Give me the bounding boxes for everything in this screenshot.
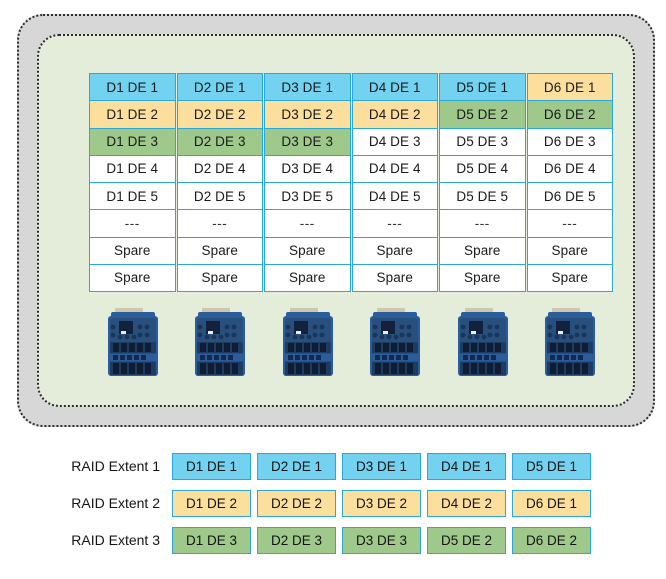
extent-separator-cell: --- [89,209,176,238]
disk-enclosure-slot-d3 [264,307,352,383]
disk-extent-cell: D1 DE 4 [89,154,176,183]
spare-extent-cell: Spare [439,263,526,292]
raid-extent-member-cell: D4 DE 1 [427,452,506,480]
raid-extent-member-cell: D2 DE 2 [257,489,336,517]
disk-enclosure-slot-d1 [89,307,177,383]
extent-separator-cell: --- [264,209,351,238]
raid-extent-member-cell: D6 DE 1 [512,489,591,517]
raid-extent-label: RAID Extent 3 [71,532,160,548]
disk-enclosure-slot-d5 [439,307,527,383]
disk-extent-cell: D4 DE 4 [351,154,438,183]
disk-extent-cell: D4 DE 2 [351,100,438,129]
disk-enclosure-icon [107,307,159,379]
disk-extent-cell: D1 DE 1 [89,73,176,102]
spare-extent-cell: Spare [351,236,438,265]
disk-enclosure-icon [457,307,509,379]
disk-extent-cell: D6 DE 1 [526,73,613,102]
disk-extent-cell: D5 DE 1 [439,73,526,102]
raid-extent-member-cell: D5 DE 2 [427,526,506,554]
disk-extent-cell: D3 DE 4 [264,154,351,183]
spare-extent-cell: Spare [89,236,176,265]
disk-extent-cell: D5 DE 5 [439,182,526,211]
extent-separator-cell: --- [351,209,438,238]
spare-extent-cell: Spare [89,263,176,292]
disk-extent-cell: D4 DE 3 [351,127,438,156]
raid-extent-label: RAID Extent 2 [71,495,160,511]
spare-extent-cell: Spare [176,263,263,292]
disk-extent-cell: D6 DE 5 [526,182,613,211]
disk-extent-cell: D2 DE 4 [176,154,263,183]
spare-extent-cell: Spare [264,263,351,292]
disk-extent-cell: D3 DE 2 [264,100,351,129]
disk-extent-cell: D3 DE 1 [264,73,351,102]
disk-extent-cell: D4 DE 1 [351,73,438,102]
raid-extent-member-cell: D2 DE 3 [257,526,336,554]
disk-enclosure-icon [369,307,421,379]
disk-extent-cell: D6 DE 3 [526,127,613,156]
disk-enclosure-icon [282,307,334,379]
raid-extent-member-cell: D6 DE 2 [512,526,591,554]
raid-extent-member-cell: D3 DE 2 [342,489,421,517]
disk-enclosure-icon [544,307,596,379]
disk-extent-cell: D2 DE 2 [176,100,263,129]
raid-extent-member-cell: D5 DE 1 [512,452,591,480]
disk-extent-cell: D2 DE 5 [176,182,263,211]
raid-extent-member-cell: D1 DE 3 [172,526,251,554]
disk-extent-cell: D5 DE 4 [439,154,526,183]
disk-enclosure-row [89,307,614,383]
raid-extent-member-cell: D3 DE 1 [342,452,421,480]
extent-separator-cell: --- [176,209,263,238]
disk-extent-cell: D1 DE 5 [89,182,176,211]
disk-extent-cell: D6 DE 2 [526,100,613,129]
disk-enclosure-slot-d6 [527,307,615,383]
raid-extent-member-cell: D4 DE 2 [427,489,506,517]
extent-separator-cell: --- [439,209,526,238]
raid-extent-member-cell: D3 DE 3 [342,526,421,554]
disk-extent-cell: D3 DE 5 [264,182,351,211]
raid-extent-label: RAID Extent 1 [71,458,160,474]
spare-extent-cell: Spare [176,236,263,265]
spare-extent-cell: Spare [526,236,613,265]
disk-enclosure-icon [194,307,246,379]
spare-extent-cell: Spare [264,236,351,265]
extent-separator-cell: --- [526,209,613,238]
disk-extent-cell: D5 DE 3 [439,127,526,156]
disk-enclosure-slot-d2 [177,307,265,383]
disk-extent-cell: D1 DE 2 [89,100,176,129]
disk-extent-cell: D2 DE 1 [176,73,263,102]
raid-extent-member-cell: D1 DE 1 [172,452,251,480]
disk-extent-cell: D6 DE 4 [526,154,613,183]
disk-extent-cell: D1 DE 3 [89,127,176,156]
spare-extent-cell: Spare [526,263,613,292]
disk-enclosure-slot-d4 [352,307,440,383]
disk-extent-cell: D4 DE 5 [351,182,438,211]
disk-extent-cell: D5 DE 2 [439,100,526,129]
spare-extent-cell: Spare [439,236,526,265]
disk-extent-cell: D3 DE 3 [264,127,351,156]
raid-extent-member-cell: D1 DE 2 [172,489,251,517]
spare-extent-cell: Spare [351,263,438,292]
raid-extent-member-cell: D2 DE 1 [257,452,336,480]
disk-extent-cell: D2 DE 3 [176,127,263,156]
